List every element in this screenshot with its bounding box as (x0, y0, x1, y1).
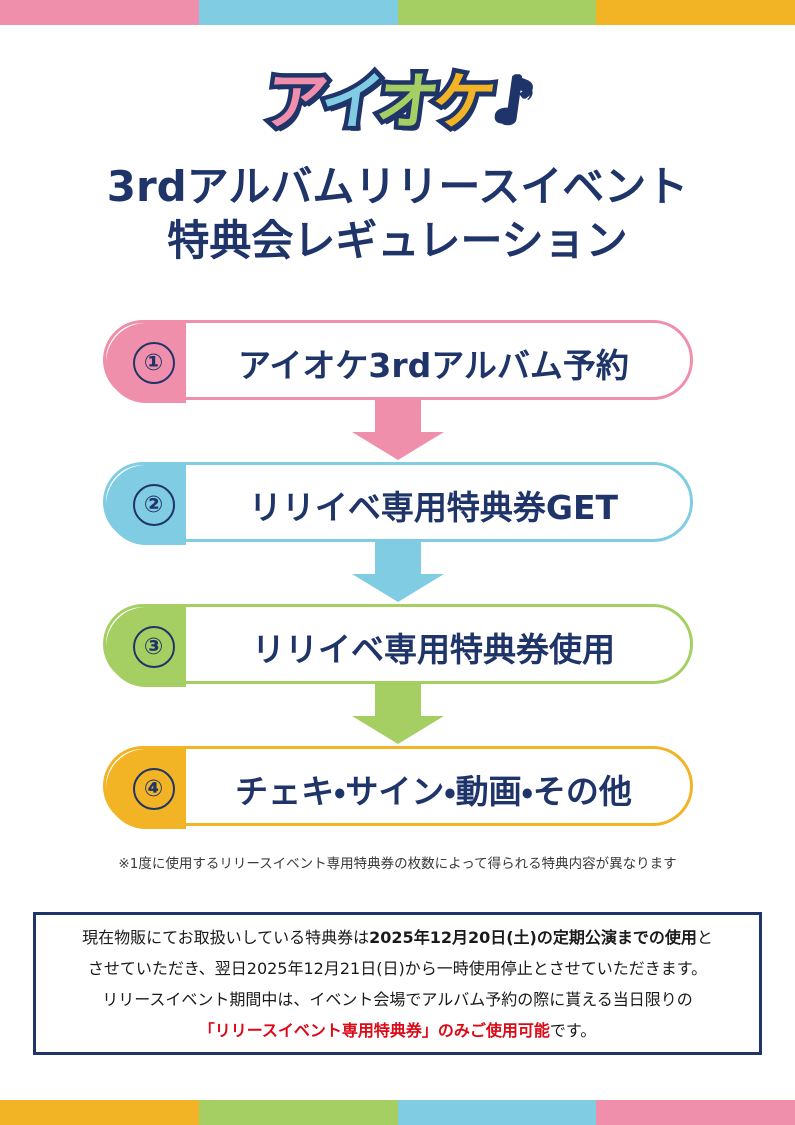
bottom-bar-segment-4 (596, 1100, 795, 1125)
top-color-bar (0, 0, 795, 25)
step-row-2: ② リリイベ専用特典券GET (102, 462, 693, 545)
page-title-line2: 特典会レギュレーション (167, 215, 628, 265)
step-number-3: ③ (132, 626, 175, 668)
top-bar-segment-1 (0, 0, 199, 25)
step-label-1: アイオケ3rdアルバム予約 (238, 346, 629, 385)
step-number-2: ② (132, 484, 175, 526)
top-bar-segment-3 (397, 0, 597, 25)
step-flow: ① アイオケ3rdアルバム予約 ② リリイベ専用特典券GET ③ リリイベ専用特… (0, 320, 795, 829)
page-title-line1: 3rdアルバムリリースイベント (106, 162, 689, 211)
step-label-2: リリイベ専用特典券GET (248, 488, 619, 527)
top-bar-segment-2 (198, 0, 398, 25)
notice-line-4-tail: です。 (549, 1020, 597, 1040)
bottom-color-bar (0, 1100, 795, 1125)
step-arrow-1 (103, 400, 693, 462)
step-row-1: ① アイオケ3rdアルバム予約 (102, 320, 693, 403)
notice-line-2: させていただき、翌日2025年12月21日(日)から一時使用停止とさせていただき… (87, 958, 708, 978)
bottom-bar-segment-3 (397, 1100, 597, 1125)
step-row-3: ③ リリイベ専用特典券使用 (102, 604, 693, 687)
step-pill-2: ② リリイベ専用特典券GET (102, 462, 693, 545)
step-pill-3: ③ リリイベ専用特典券使用 (102, 604, 693, 687)
bottom-bar-segment-2 (198, 1100, 398, 1125)
arrow-stem-3 (374, 684, 421, 718)
arrow-stem-1 (374, 400, 421, 434)
step-number-4: ④ (132, 768, 175, 810)
top-bar-segment-4 (596, 0, 795, 25)
notice-line-4-highlight: 「リリースイベント専用特典券」のみご使用可能 (198, 1020, 550, 1040)
logo: ア イ オ ケ ♪ (0, 52, 795, 152)
footnote: ※1度に使用するリリースイベント専用特典券の枚数によって得られる特典内容が異なり… (118, 856, 677, 872)
logo-char-ke: ケ (423, 61, 502, 143)
arrow-head-2 (351, 574, 444, 602)
music-note-icon: ♪ (487, 63, 539, 138)
step-label-3: リリイベ専用特典券使用 (252, 630, 615, 669)
step-pill-1: ① アイオケ3rdアルバム予約 (102, 320, 693, 403)
step-label-4: チェキ・サイン・動画・その他 (235, 772, 632, 811)
bottom-bar-segment-1 (0, 1100, 199, 1125)
notice-line-1: 現在物販にてお取扱いしている特典券は2025年12月20日(土)の定期公演までの… (82, 922, 713, 953)
notice-box: 現在物販にてお取扱いしている特典券は2025年12月20日(土)の定期公演までの… (33, 912, 762, 1055)
step-row-4: ④ チェキ・サイン・動画・その他 (102, 746, 693, 829)
notice-line-1-bold: 2025年12月20日(土)の定期公演までの使用 (369, 927, 697, 947)
page-title: 3rdアルバムリリースイベント 特典会レギュレーション (0, 160, 795, 268)
step-number-1: ① (132, 342, 175, 384)
arrow-stem-2 (374, 542, 421, 576)
notice-line-1-a: 現在物販にてお取扱いしている特典券は (82, 927, 370, 947)
arrow-head-1 (351, 432, 444, 460)
step-pill-4: ④ チェキ・サイン・動画・その他 (102, 746, 693, 829)
step-arrow-3 (103, 684, 693, 746)
step-arrow-2 (103, 542, 693, 604)
notice-line-4: 「リリースイベント専用特典券」のみご使用可能です。 (199, 1015, 597, 1046)
notice-line-1-c: と (696, 927, 713, 947)
notice-line-3: リリースイベント期間中は、イベント会場でアルバム予約の際に貰える当日限りの (102, 989, 693, 1009)
arrow-head-3 (351, 716, 444, 744)
